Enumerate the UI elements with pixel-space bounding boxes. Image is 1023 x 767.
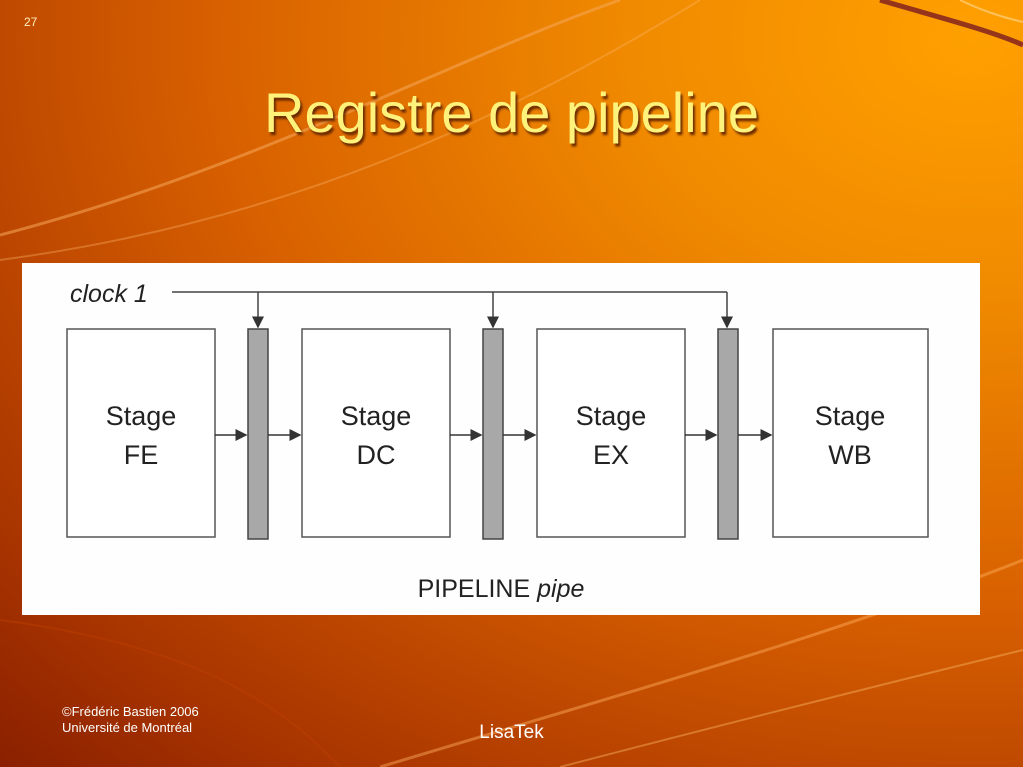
pipeline-diagram: clock 1 Stage FE Stage DC Stage EX Stage… xyxy=(66,280,929,603)
stage-box-wb xyxy=(772,328,929,538)
slide-title: Registre de pipeline xyxy=(264,81,759,144)
slide-number: 27 xyxy=(24,15,38,29)
stage-fe-label-line1: Stage xyxy=(106,401,177,431)
footer-university: Université de Montréal xyxy=(62,720,193,735)
pipeline-register-1 xyxy=(247,328,269,540)
clock-label: clock 1 xyxy=(70,280,148,308)
stage-dc-label-line1: Stage xyxy=(341,401,412,431)
stage-dc-label-line2: DC xyxy=(357,440,396,470)
pipeline-register-2 xyxy=(482,328,504,540)
footer-copyright: ©Frédéric Bastien 2006 xyxy=(62,704,199,719)
pipeline-diagram-panel: clock 1 Stage FE Stage DC Stage EX Stage… xyxy=(22,263,980,615)
caption-main: PIPELINE xyxy=(418,575,531,603)
pipeline-register-3 xyxy=(717,328,739,540)
stage-box-dc xyxy=(301,328,451,538)
caption-italic: pipe xyxy=(536,575,584,603)
stage-wb-label-line1: Stage xyxy=(815,401,886,431)
stage-fe-label-line2: FE xyxy=(124,440,159,470)
footer-center-label: LisaTek xyxy=(479,722,544,743)
stage-box-ex xyxy=(536,328,686,538)
footer-credits: ©Frédéric Bastien 2006 Université de Mon… xyxy=(62,704,199,736)
stage-wb-label-line2: WB xyxy=(828,440,872,470)
stage-ex-label-line2: EX xyxy=(593,440,629,470)
diagram-caption: PIPELINE pipe xyxy=(418,575,585,603)
stage-box-fe xyxy=(66,328,216,538)
stage-ex-label-line1: Stage xyxy=(576,401,647,431)
